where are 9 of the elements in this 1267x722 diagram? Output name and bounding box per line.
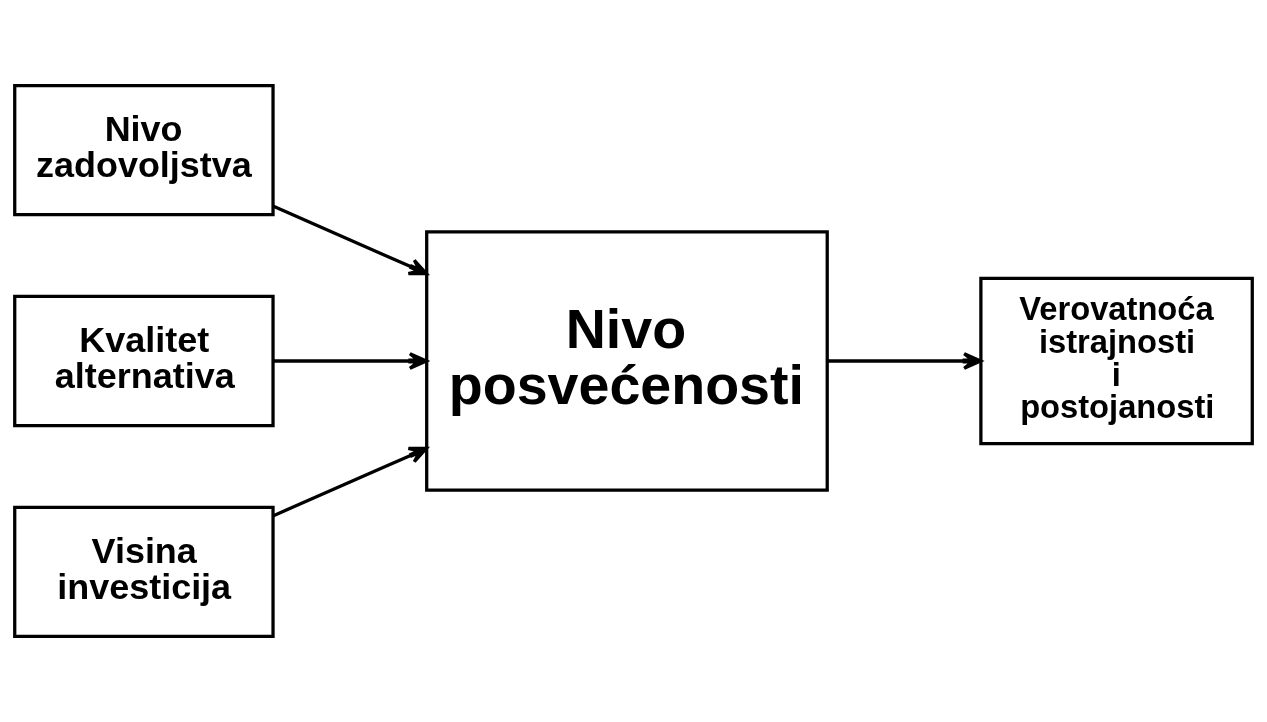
arrow — [827, 352, 983, 370]
node-box: Kvalitet alternativa — [13, 294, 275, 428]
node-box: Verovatnoća istrajnosti i postojanosti — [979, 276, 1254, 446]
arrow — [272, 446, 428, 518]
arrow — [272, 204, 428, 276]
node-box: Visina investicija — [13, 505, 275, 639]
node-box: Nivo posvećenosti — [425, 230, 829, 492]
node-box: Nivo zadovoljstva — [13, 83, 275, 217]
arrow — [273, 352, 428, 370]
